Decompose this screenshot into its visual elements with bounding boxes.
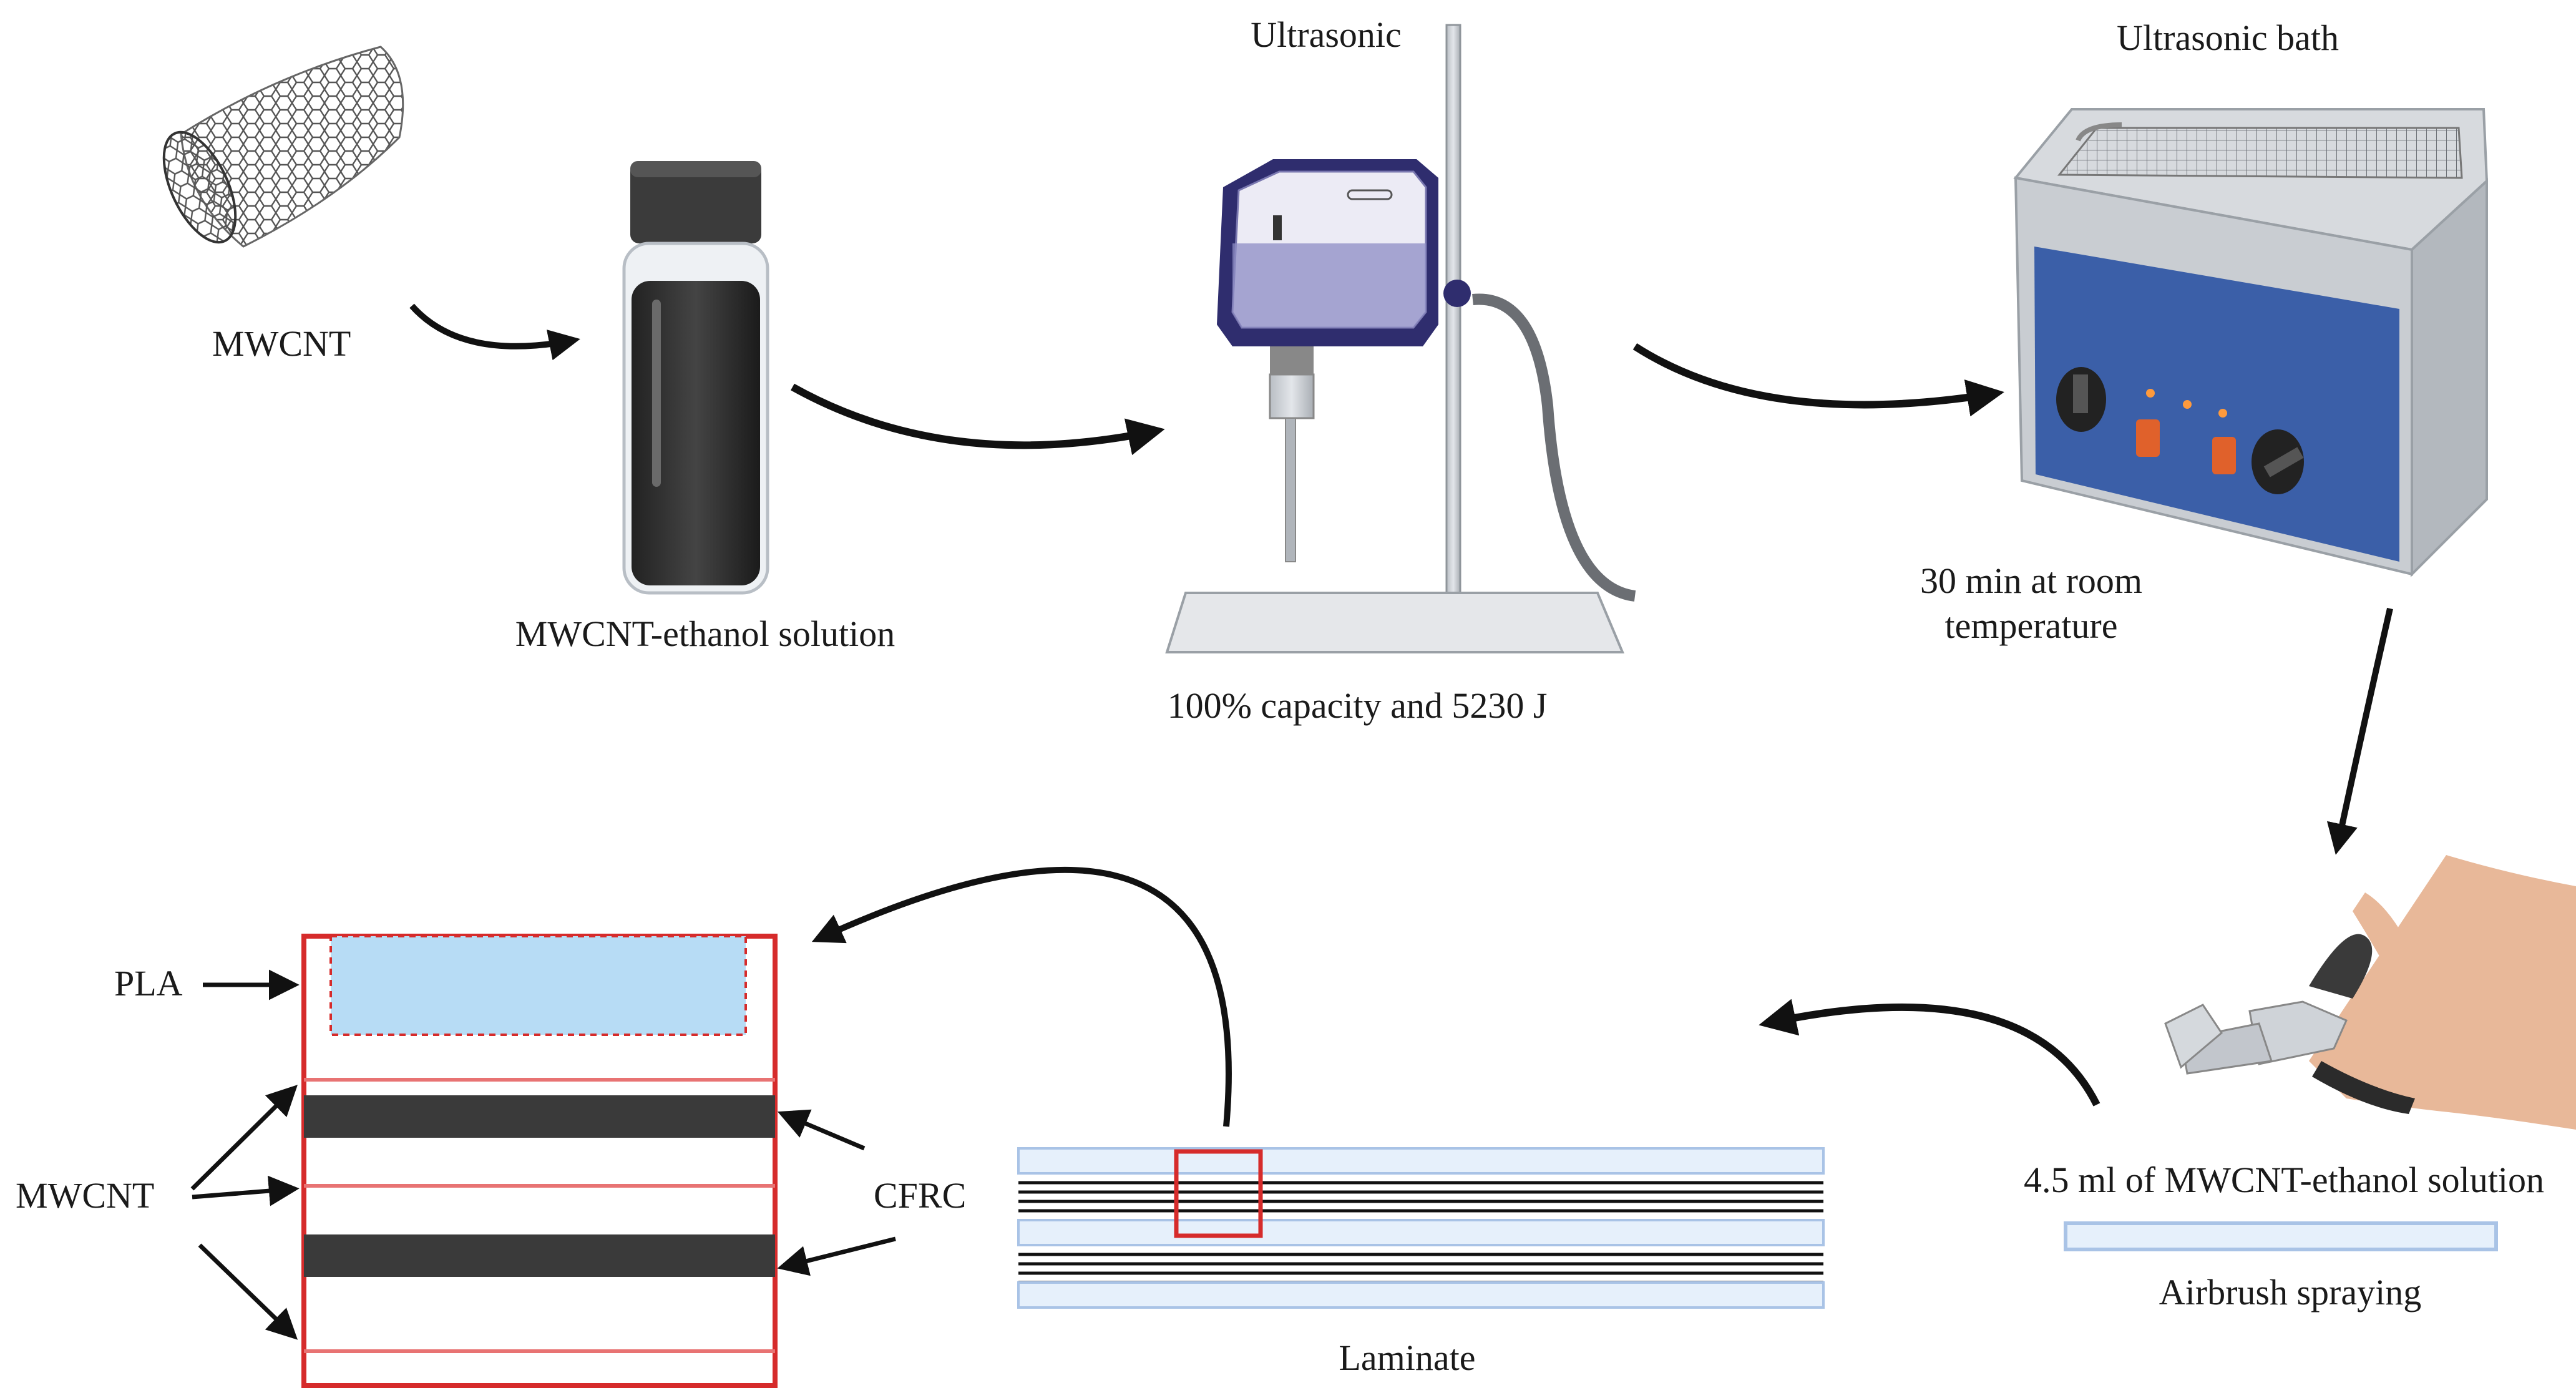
sprayed-ply bbox=[2064, 1221, 2498, 1251]
ultrasonic-homogenizer-icon bbox=[1165, 24, 1636, 653]
arrow-bath-to-spray bbox=[2326, 607, 2393, 855]
detail-cfrc-layer-2 bbox=[304, 1234, 775, 1277]
laminate-stack bbox=[1017, 1147, 1825, 1309]
pla-label: PLA bbox=[114, 963, 183, 1004]
laminate-cfrc-lines-lower bbox=[1018, 1253, 1823, 1284]
arrow-laminate-to-detail bbox=[811, 866, 1232, 1127]
bath-time-label: 30 min at room bbox=[1920, 560, 2142, 601]
laminate-pla-ply-top bbox=[1017, 1147, 1825, 1175]
laminate-pla-ply-middle bbox=[1017, 1219, 1825, 1246]
arrow-cfrc-1 bbox=[777, 1109, 866, 1151]
detail-cfrc-layer-1 bbox=[304, 1095, 775, 1138]
ultrasonic-params-label: 100% capacity and 5230 J bbox=[1168, 685, 1548, 726]
arrow-cfrc-2 bbox=[777, 1236, 896, 1276]
detail-pla-layer bbox=[329, 935, 747, 1036]
laminate-pla-ply-bottom bbox=[1017, 1281, 1825, 1309]
mwcnt-top-label: MWCNT bbox=[212, 323, 351, 364]
arrow-mwcnt-3 bbox=[198, 1243, 298, 1340]
laminate-label: Laminate bbox=[1339, 1337, 1475, 1378]
spray-method-label: Airbrush spraying bbox=[2159, 1272, 2421, 1312]
vial-icon bbox=[622, 161, 769, 595]
vial-label: MWCNT-ethanol solution bbox=[515, 613, 895, 654]
laminate-cfrc-lines-upper bbox=[1018, 1181, 1823, 1213]
airbrush-hand-icon bbox=[2164, 855, 2576, 1130]
arrow-ultrasonic-to-bath bbox=[1632, 343, 2004, 417]
ultrasonic-bath-icon bbox=[2013, 108, 2489, 577]
bath-label: Ultrasonic bath bbox=[2117, 17, 2339, 58]
laminate-zoom-box bbox=[1174, 1149, 1263, 1238]
cfrc-label: CFRC bbox=[874, 1175, 966, 1216]
arrow-mwcnt-1 bbox=[190, 1085, 298, 1191]
arrow-nanotube-to-vial bbox=[409, 303, 580, 361]
mwcnt-detail-label: MWCNT bbox=[16, 1175, 154, 1216]
arrow-vial-to-ultrasonic bbox=[791, 383, 1165, 456]
ultrasonic-label: Ultrasonic bbox=[1251, 14, 1402, 55]
nanotube-icon bbox=[162, 46, 404, 248]
detail-cross-section bbox=[301, 934, 778, 1388]
bath-temperature-label: temperature bbox=[1945, 605, 2118, 646]
spray-amount-label: 4.5 ml of MWCNT-ethanol solution bbox=[2024, 1160, 2544, 1200]
arrow-spray-to-laminate bbox=[1759, 999, 2100, 1107]
arrow-mwcnt-2 bbox=[192, 1175, 300, 1206]
